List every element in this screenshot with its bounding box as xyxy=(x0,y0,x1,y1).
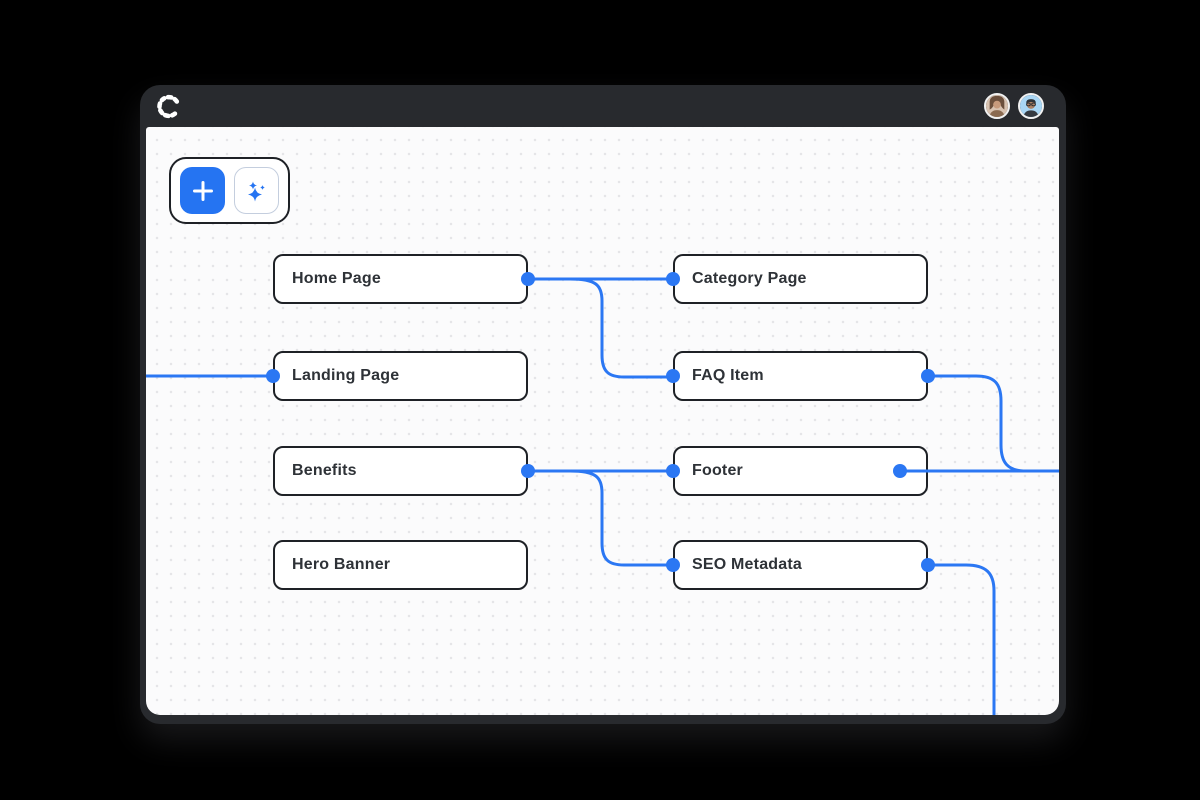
node-label: SEO Metadata xyxy=(692,556,802,573)
sparkles-icon xyxy=(247,181,265,201)
node-faq-item[interactable]: FAQ Item xyxy=(673,351,928,401)
ai-generate-button[interactable] xyxy=(234,167,279,214)
node-home-page[interactable]: Home Page xyxy=(273,254,528,304)
edge-benefits-to-seo xyxy=(569,469,673,567)
avatar-group xyxy=(984,93,1044,119)
node-hero-banner[interactable]: Hero Banner xyxy=(273,540,528,590)
node-label: Category Page xyxy=(692,270,807,287)
node-category-page[interactable]: Category Page xyxy=(673,254,928,304)
node-label: Landing Page xyxy=(292,367,400,384)
avatar-user-2[interactable] xyxy=(1018,93,1044,119)
brand-logo-c-icon xyxy=(157,94,180,118)
node-benefits[interactable]: Benefits xyxy=(273,446,528,496)
node-label: Home Page xyxy=(292,270,381,287)
node-label: Footer xyxy=(692,462,743,479)
edge-home-to-faq xyxy=(569,277,673,379)
window-header xyxy=(140,85,1066,127)
node-label: Benefits xyxy=(292,462,357,479)
add-node-button[interactable] xyxy=(180,167,225,214)
plus-icon xyxy=(192,180,213,201)
app-window: Home Page Category Page Landing Page FAQ… xyxy=(140,85,1066,724)
node-footer[interactable]: Footer xyxy=(673,446,928,496)
toolbar xyxy=(169,157,290,224)
avatar-user-1[interactable] xyxy=(984,93,1010,119)
edge-seo-to-bottom xyxy=(928,563,996,715)
node-label: FAQ Item xyxy=(692,367,764,384)
node-landing-page[interactable]: Landing Page xyxy=(273,351,528,401)
flowchart-canvas[interactable]: Home Page Category Page Landing Page FAQ… xyxy=(146,127,1059,715)
edge-faq-to-right xyxy=(928,374,1027,473)
node-seo-metadata[interactable]: SEO Metadata xyxy=(673,540,928,590)
node-label: Hero Banner xyxy=(292,556,391,573)
